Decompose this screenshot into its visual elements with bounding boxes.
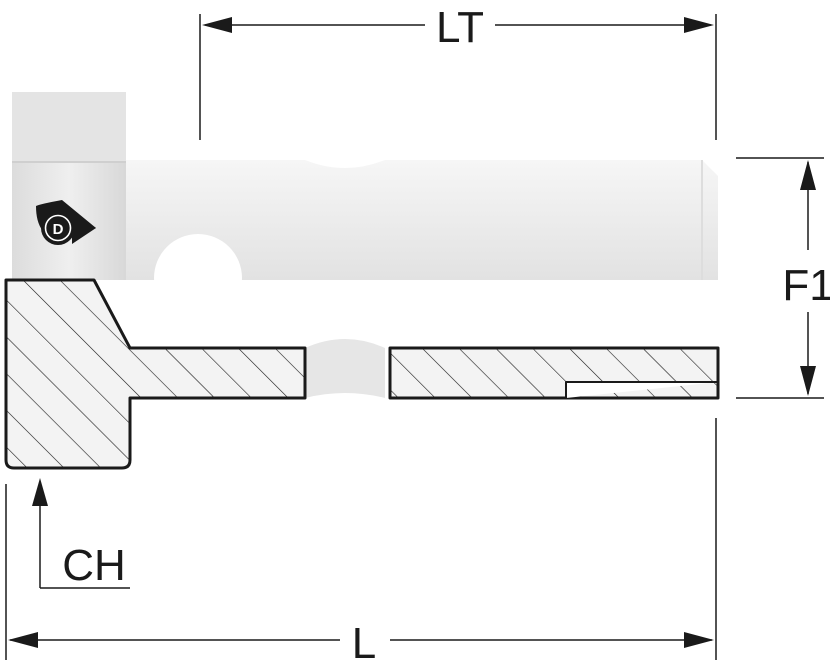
chamfer-relief [565,381,718,398]
cross-hole [154,234,242,322]
dimension-f1 [736,157,824,399]
groove [305,339,385,398]
label-ch: CH [62,541,126,590]
dimension-l [5,418,717,660]
label-f1: F1 [782,261,830,310]
logo-letter: D [53,221,64,238]
section-head-and-left-wall [4,278,307,470]
section-view [4,278,720,470]
dimension-ch [32,478,130,589]
bolt-shaft [126,160,718,280]
hex-head [12,92,126,280]
label-l: L [352,619,376,664]
label-lt: LT [436,3,484,52]
dunlop-logo-icon: D [36,200,96,245]
section-right-wall [388,346,720,400]
dimension-lt [199,14,717,140]
